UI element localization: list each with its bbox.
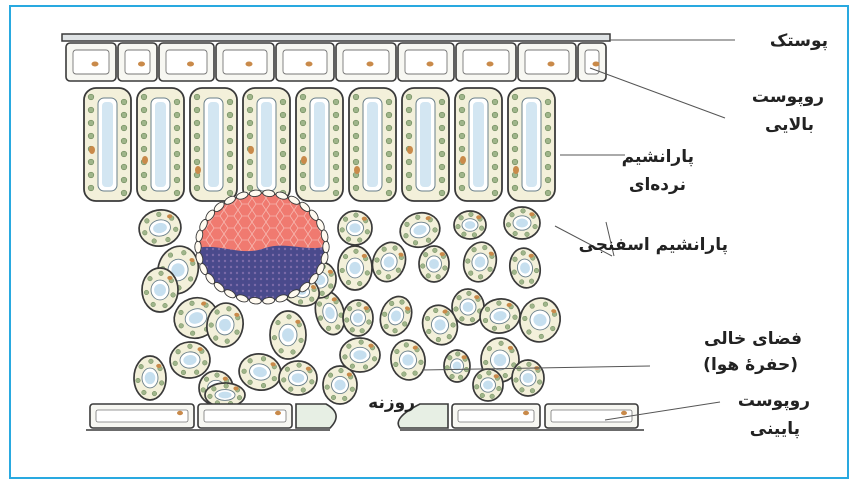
upper-epidermis-cell bbox=[456, 43, 516, 81]
upper-epidermis-cell bbox=[276, 43, 334, 81]
spongy-cell bbox=[444, 350, 470, 382]
vacuole bbox=[420, 102, 431, 187]
upper-epidermis-cell bbox=[398, 43, 454, 81]
label-upper-epidermis-line2: بالایی bbox=[765, 112, 814, 138]
vacuole bbox=[367, 102, 378, 187]
spongy-cell bbox=[142, 268, 178, 312]
upper-epidermis-cell bbox=[216, 43, 274, 81]
vacuole bbox=[526, 102, 537, 187]
spongy-cell bbox=[270, 311, 306, 359]
palisade-cell bbox=[349, 88, 396, 201]
vacuole bbox=[314, 102, 325, 187]
palisade-cell bbox=[508, 88, 555, 201]
nucleus bbox=[92, 62, 99, 67]
upper-epidermis-cell bbox=[518, 43, 576, 81]
label-air-space-line1: فضای خالی bbox=[704, 326, 802, 352]
label-lower-epidermis-line2: پایینی bbox=[750, 416, 800, 442]
lower-epidermis-cell bbox=[90, 404, 194, 428]
palisade-parenchyma bbox=[84, 88, 555, 201]
nucleus bbox=[306, 62, 313, 67]
spongy-cell bbox=[419, 246, 449, 282]
cuticle bbox=[62, 34, 610, 41]
vacuole bbox=[473, 102, 484, 187]
upper-epidermis-cell bbox=[118, 43, 157, 81]
spongy-cell bbox=[375, 292, 417, 340]
palisade-cell bbox=[402, 88, 449, 201]
upper-epidermis-cell bbox=[578, 43, 606, 81]
label-cuticle: پوستک bbox=[770, 28, 828, 54]
spongy-cell bbox=[473, 369, 503, 401]
spongy-cell bbox=[236, 351, 284, 394]
spongy-cell bbox=[338, 246, 372, 290]
palisade-cell bbox=[137, 88, 184, 201]
label-palisade-line2: نرده‌ای bbox=[629, 172, 686, 198]
lower-epidermis-cell bbox=[545, 404, 638, 428]
nucleus bbox=[593, 62, 600, 67]
vacuole bbox=[102, 102, 113, 187]
nucleus bbox=[187, 62, 194, 67]
label-upper-epidermis-line1: روپوست bbox=[752, 84, 824, 110]
spongy-cell bbox=[338, 211, 372, 245]
spongy-cell bbox=[134, 356, 166, 400]
spongy-cell bbox=[388, 337, 428, 382]
spongy-cell bbox=[343, 300, 373, 336]
upper-epidermis-cell bbox=[66, 43, 116, 81]
spongy-cell bbox=[459, 239, 500, 286]
spongy-cell bbox=[396, 208, 443, 251]
lower-epidermis-cell bbox=[198, 404, 292, 428]
label-stoma: روزنه bbox=[368, 390, 415, 416]
palisade-cell bbox=[455, 88, 502, 201]
label-palisade-line1: پارانشیم bbox=[622, 144, 694, 170]
vacuole bbox=[208, 102, 219, 187]
spongy-cell bbox=[367, 238, 411, 287]
spongy-cell bbox=[323, 366, 357, 404]
spongy-cell bbox=[340, 338, 380, 372]
lower-epidermis bbox=[86, 404, 644, 430]
palisade-cell bbox=[296, 88, 343, 201]
label-air-space-line2: (حفرهٔ هوا) bbox=[703, 352, 798, 378]
spongy-cell bbox=[507, 246, 543, 291]
nucleus bbox=[548, 62, 555, 67]
nucleus bbox=[138, 62, 145, 67]
upper-epidermis-cell bbox=[336, 43, 396, 81]
spongy-cell bbox=[504, 207, 540, 239]
lower-epidermis-cell bbox=[452, 404, 540, 428]
spongy-cell bbox=[136, 207, 184, 250]
vacuole bbox=[155, 102, 166, 187]
spongy-cell bbox=[169, 340, 212, 379]
spongy-cell bbox=[512, 360, 544, 396]
label-spongy: پارانشیم اسفنجی bbox=[579, 232, 728, 258]
nucleus bbox=[487, 62, 494, 67]
spongy-cell bbox=[454, 211, 486, 239]
spongy-cell bbox=[279, 361, 317, 395]
upper-epidermis bbox=[66, 43, 606, 81]
nucleus bbox=[427, 62, 434, 67]
label-lower-epidermis-line1: روپوست bbox=[738, 388, 810, 414]
palisade-cell bbox=[243, 88, 290, 201]
nucleus bbox=[246, 62, 253, 67]
nucleus bbox=[367, 62, 374, 67]
vacuole bbox=[261, 102, 272, 187]
palisade-cell bbox=[84, 88, 131, 201]
spongy-cell bbox=[515, 294, 565, 347]
palisade-cell bbox=[190, 88, 237, 201]
upper-epidermis-cell bbox=[159, 43, 214, 81]
